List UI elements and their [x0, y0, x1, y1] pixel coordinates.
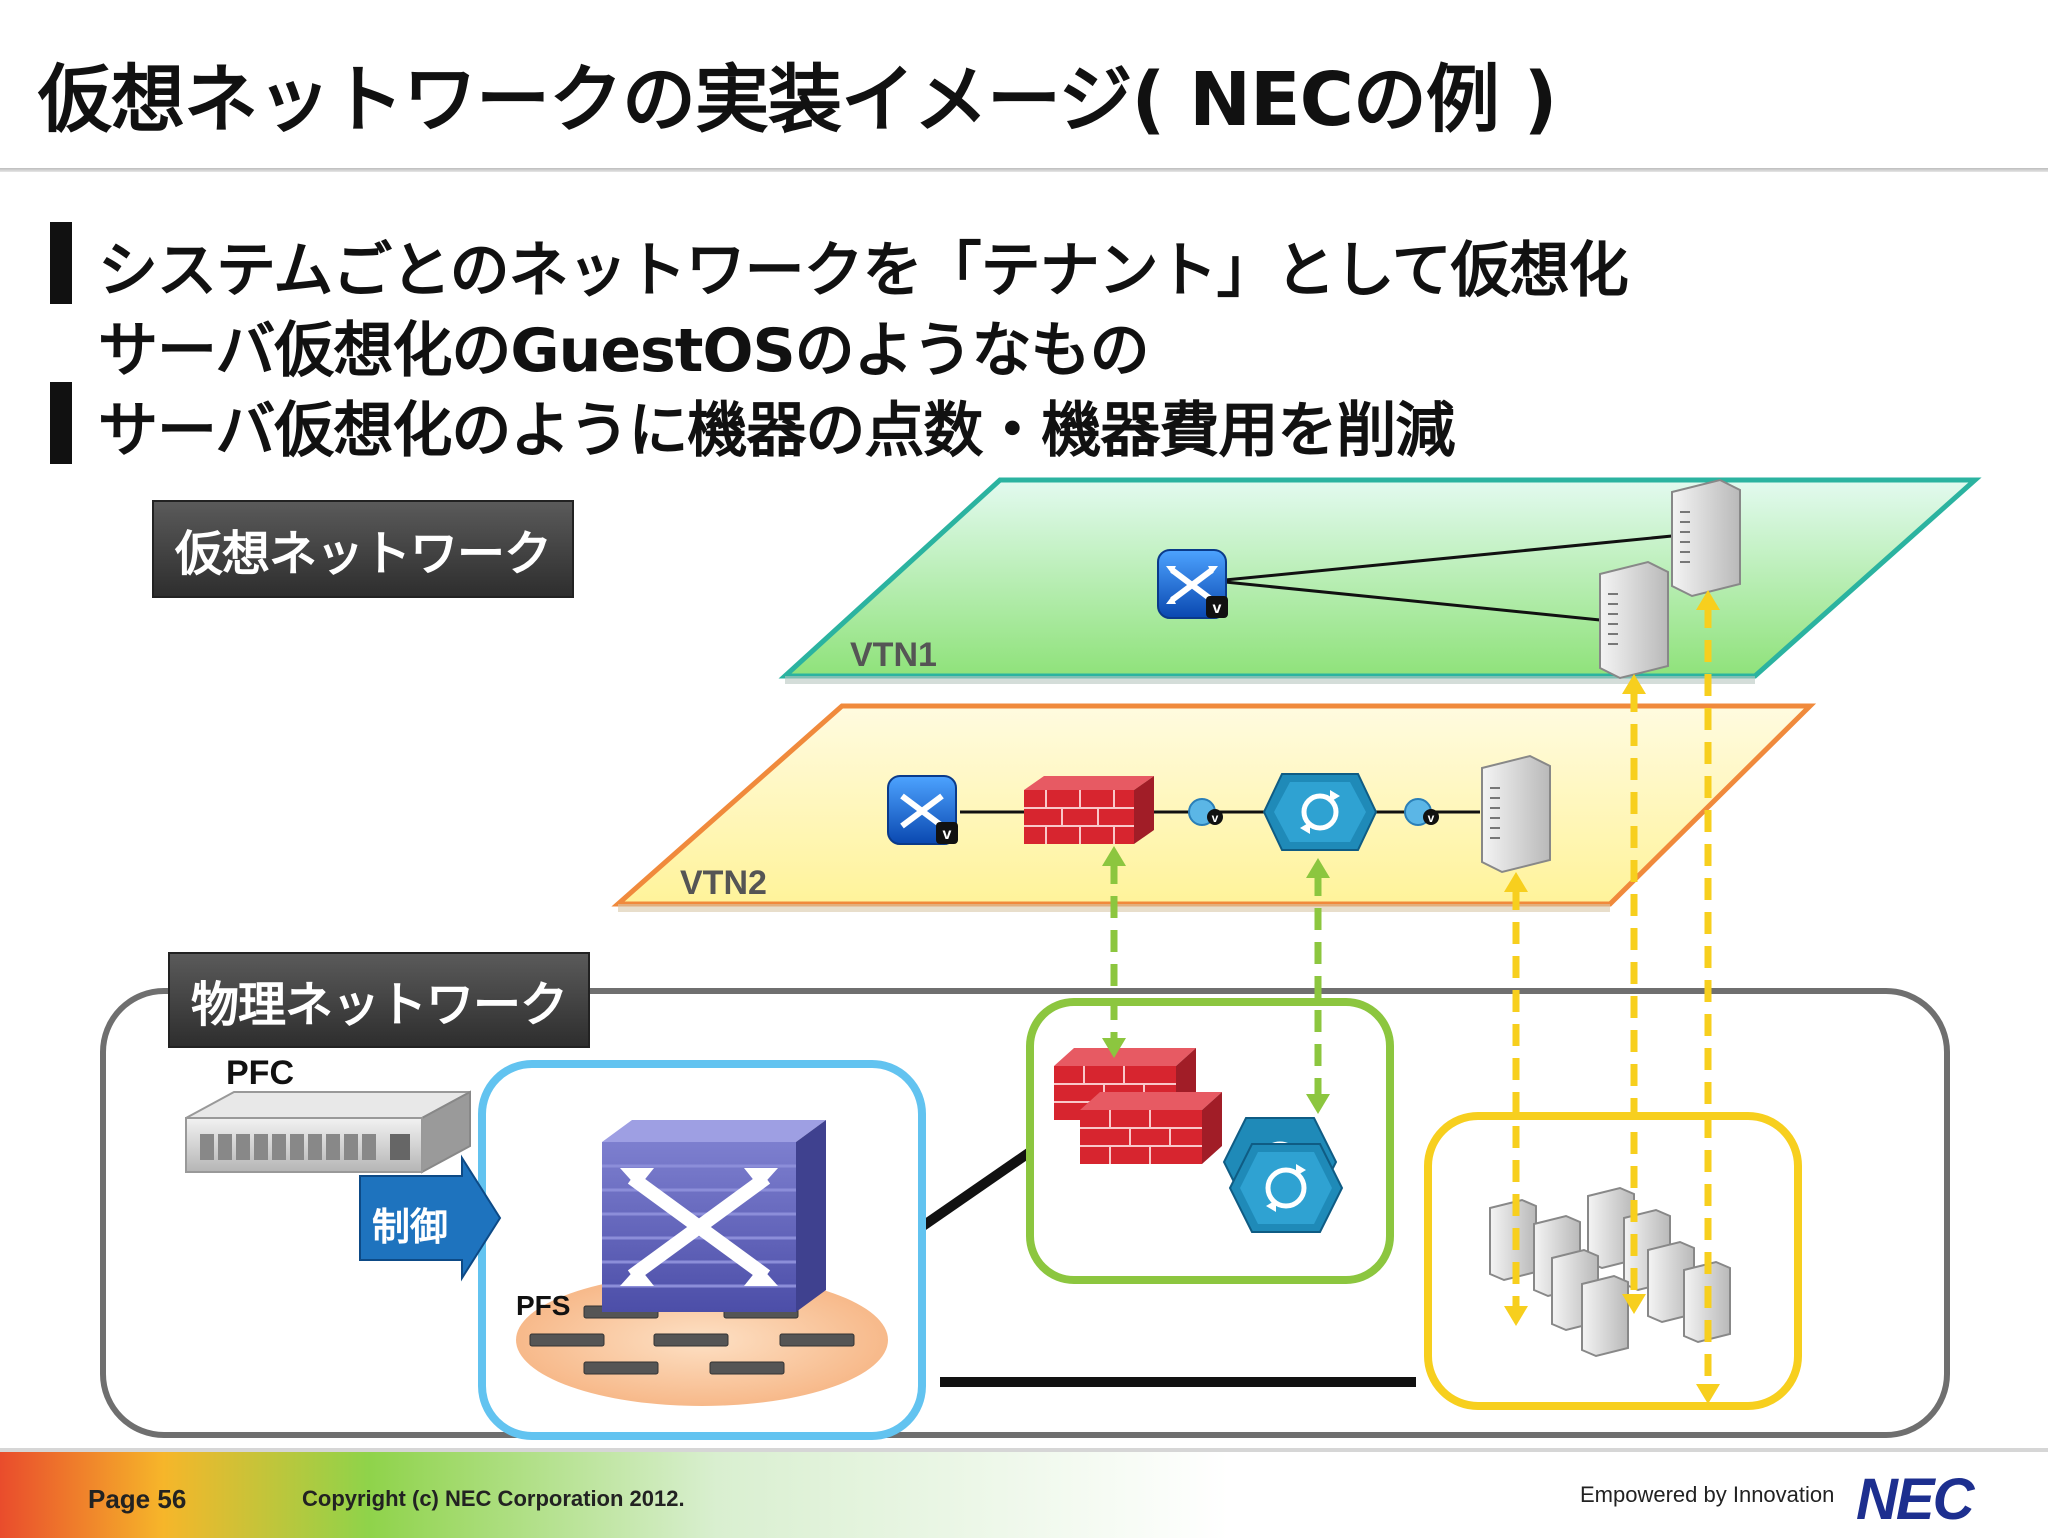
openflow-switch-icon: [602, 1120, 826, 1312]
vtn1-virtual-switch-icon: v: [1157, 549, 1228, 619]
physical-server-cluster-icon: [1489, 1186, 1731, 1358]
vtn2-load-balancer-icon: [1262, 773, 1378, 851]
nec-logo: NEC: [1856, 1467, 1974, 1532]
physical-firewall-icon-2: [1080, 1092, 1222, 1164]
physical-load-balancer-icon-2: [1228, 1143, 1344, 1233]
svg-text:v: v: [1428, 811, 1435, 825]
control-arrow-icon: [359, 1154, 502, 1282]
svg-text:v: v: [1212, 811, 1219, 825]
title-divider: [0, 168, 2048, 172]
vtn2-virtual-switch-icon: v: [887, 775, 958, 845]
vtn1-plane: [778, 477, 1982, 679]
bullet-bar-1: [50, 222, 72, 304]
copyright: Copyright (c) NEC Corporation 2012.: [302, 1486, 685, 1511]
physical-network-label: 物理ネットワーク: [168, 952, 590, 1048]
bullet-1: システムごとのネットワークを「テナント」として仮想化: [98, 236, 1629, 306]
tagline: Empowered by Innovation: [1580, 1482, 1835, 1507]
svg-text:v: v: [943, 826, 952, 843]
vtn1-label: VTN1: [850, 636, 937, 674]
footer-swoosh: [0, 1448, 2048, 1538]
vtn2-label: VTN2: [680, 864, 767, 902]
page-title: 仮想ネットワークの実装イメージ( NECの例 ): [38, 57, 1557, 143]
vtn1-server-icon-front: [1599, 560, 1669, 680]
pfc-label: PFC: [226, 1054, 294, 1092]
vtn1-server-icon-back: [1671, 478, 1741, 598]
pfc-rack-server-icon: [185, 1090, 471, 1174]
bullet-bar-3: [50, 382, 72, 464]
svg-text:v: v: [1213, 600, 1222, 617]
bullet-2: サーバ仮想化のGuestOSのようなもの: [98, 316, 1150, 386]
pfs-label: PFS: [516, 1290, 571, 1321]
vtn2-firewall-icon: [1024, 776, 1154, 844]
bullet-3: サーバ仮想化のように機器の点数・機器費用を削減: [98, 396, 1455, 466]
vtn2-virtual-link-icon-1: v: [1188, 798, 1223, 826]
virtual-network-label: 仮想ネットワーク: [152, 500, 574, 598]
control-label: 制御: [372, 1205, 449, 1249]
vtn2-virtual-link-icon-2: v: [1404, 798, 1439, 826]
vtn2-server-icon: [1481, 754, 1551, 874]
page-number: Page 56: [88, 1484, 187, 1514]
